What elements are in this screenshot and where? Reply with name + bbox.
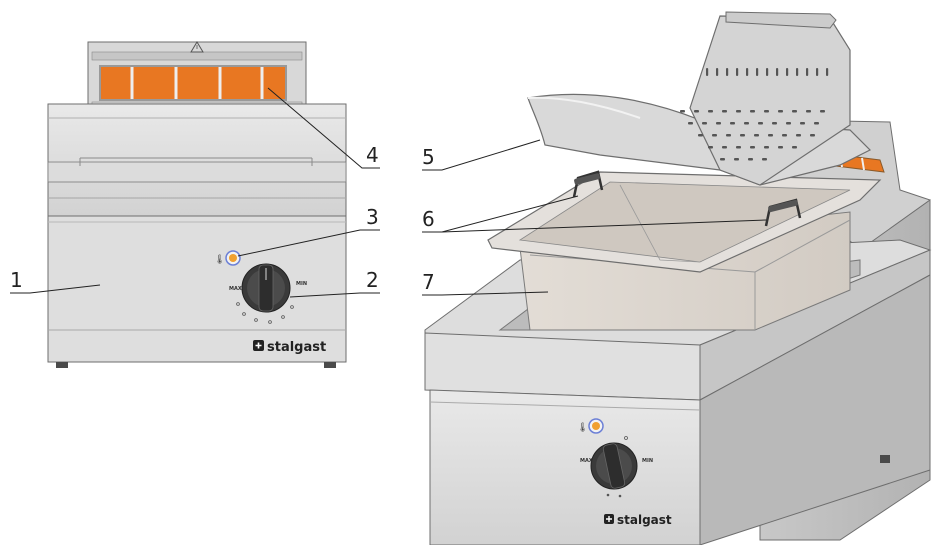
foot-right <box>324 362 336 368</box>
callout-5: 5 <box>422 145 435 169</box>
brand-name-perspective: stalgast <box>617 513 672 527</box>
callout-1: 1 <box>10 268 23 292</box>
brand-logo-front: stalgast <box>253 340 326 355</box>
callout-4: 4 <box>366 143 379 167</box>
control-knob[interactable] <box>241 263 291 313</box>
cabinet-front <box>429 389 701 545</box>
heater-panel <box>99 65 287 101</box>
callout-leaders <box>10 87 767 298</box>
dial-min-mark-2: MIN <box>642 458 653 464</box>
callout-2: 2 <box>366 268 379 292</box>
control-knob-2[interactable] <box>590 442 638 490</box>
dial-max-mark-2: MAX <box>580 458 593 464</box>
basket-handle-right[interactable] <box>764 198 802 227</box>
perspective-view-fryer: 🌡 MAX MIN stalgast <box>424 11 932 545</box>
brand-name-front: stalgast <box>267 340 326 355</box>
warning-triangle-icon <box>190 41 204 53</box>
basket-handle-left[interactable] <box>572 170 604 198</box>
foot-left <box>56 362 68 368</box>
dial-min-mark: MIN <box>296 281 307 287</box>
front-view-fryer: 🌡 MAX MIN stalgast <box>47 41 347 368</box>
thermometer-icon-2: 🌡 <box>577 422 588 433</box>
callout-6: 6 <box>422 207 435 231</box>
foot-rear <box>880 455 890 463</box>
front-body-lower <box>47 215 347 363</box>
heating-elements <box>99 65 287 101</box>
dial-scale-dots <box>236 302 294 324</box>
callout-3: 3 <box>366 205 379 229</box>
lid-perforations <box>680 68 829 161</box>
brand-logo-perspective: stalgast <box>604 513 672 527</box>
front-lip <box>424 332 701 401</box>
dial-max-mark: MAX <box>229 286 242 292</box>
front-body-upper <box>47 103 347 217</box>
callout-7: 7 <box>422 270 435 294</box>
thermometer-icon: 🌡 <box>214 254 225 265</box>
